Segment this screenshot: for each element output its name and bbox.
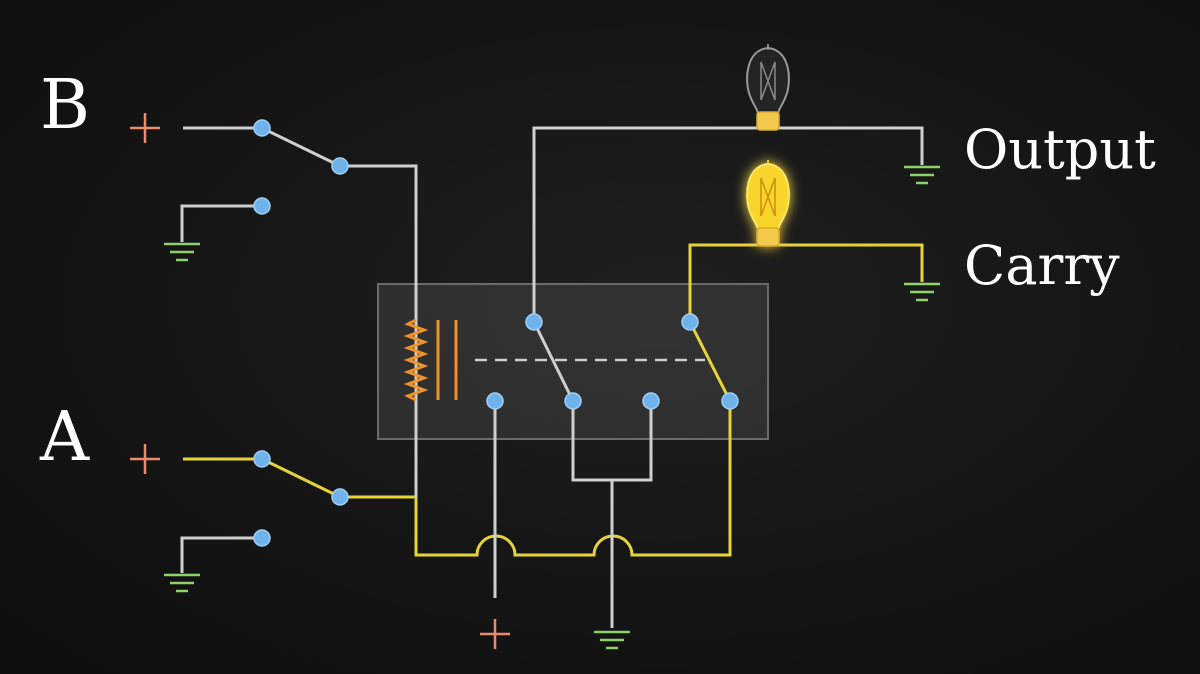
plus-icon (480, 619, 510, 649)
carry-wire (688, 243, 924, 322)
output-lightbulb-icon (746, 44, 790, 131)
ground-icon (164, 242, 200, 262)
node-b-ground[interactable] (253, 197, 271, 215)
input-b-label: B (40, 66, 90, 145)
node-relay-output[interactable] (525, 313, 543, 331)
ground-icon (904, 165, 940, 185)
node-a-common[interactable] (253, 450, 271, 468)
carry-lightbulb-icon (746, 160, 790, 247)
plus-icon (130, 113, 160, 143)
carry-label: Carry (964, 234, 1120, 297)
ground-icon (594, 630, 630, 650)
plus-icon (130, 444, 160, 474)
node-relay-contact-3[interactable] (721, 392, 739, 410)
node-relay-positive[interactable] (486, 392, 504, 410)
input-a-label: A (39, 398, 90, 477)
output-label: Output (964, 118, 1156, 181)
node-b-common[interactable] (253, 119, 271, 137)
node-a-ground[interactable] (253, 529, 271, 547)
node-relay-carry[interactable] (681, 313, 699, 331)
node-b-arm[interactable] (331, 157, 349, 175)
output-wire (532, 126, 924, 322)
node-relay-contact-2[interactable] (642, 392, 660, 410)
output-switch-arm (532, 321, 575, 402)
switch-b[interactable] (180, 126, 418, 300)
connection-nodes (253, 119, 739, 547)
relay-coil (403, 318, 458, 402)
carry-switch-arm (688, 321, 732, 402)
node-a-arm[interactable] (331, 488, 349, 506)
yellow-bottom-bus (414, 401, 732, 557)
node-relay-contact-1[interactable] (564, 392, 582, 410)
switch-a[interactable] (180, 457, 416, 573)
ground-icon (904, 282, 940, 302)
ground-icon (164, 573, 200, 593)
